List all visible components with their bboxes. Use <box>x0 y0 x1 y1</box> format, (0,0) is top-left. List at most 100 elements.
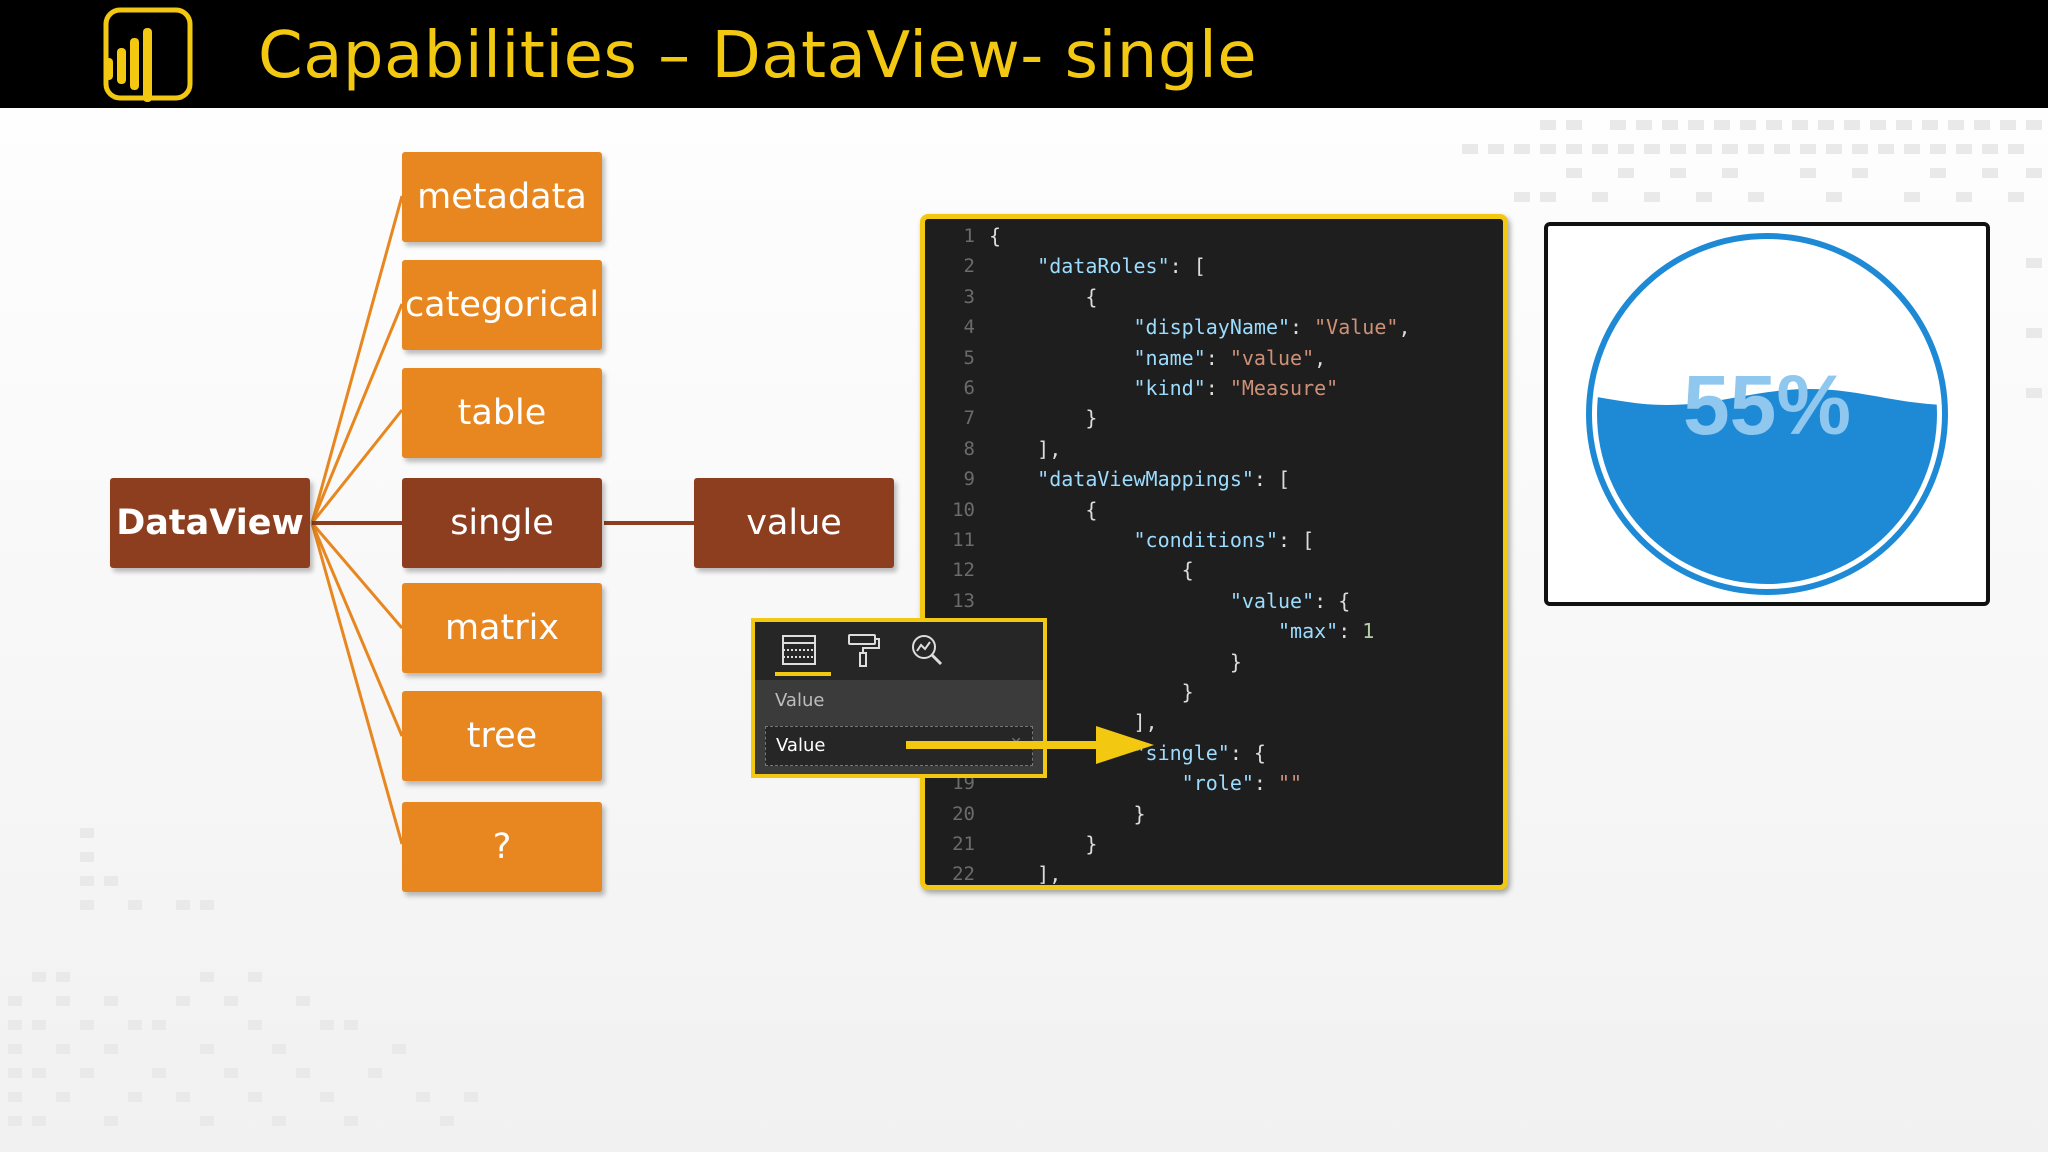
code-token: : <box>1205 376 1230 400</box>
code-token: } <box>989 832 1098 856</box>
code-token: "name" <box>1133 345 1206 370</box>
code-text: { <box>989 221 1001 251</box>
code-text: } <box>989 677 1194 707</box>
code-token: : <box>1338 619 1363 644</box>
line-number: 2 <box>963 255 975 278</box>
code-text: { <box>989 555 1194 585</box>
line-number: 6 <box>963 377 975 399</box>
line-number: 21 <box>952 833 975 855</box>
code-line: 12 { <box>925 555 1503 585</box>
code-token: "max" <box>1277 619 1339 644</box>
code-text: } <box>989 403 1097 433</box>
line-number: 4 <box>963 316 975 339</box>
code-text: "dataViewMappings": [ <box>989 464 1290 494</box>
fields-pane-toolbar <box>755 622 1043 680</box>
code-line: 8 ], <box>925 434 1503 464</box>
line-number: 22 <box>952 863 975 886</box>
code-line: 21 } <box>925 829 1503 859</box>
code-text: "max": 1 <box>989 616 1374 646</box>
code-token: : <box>1205 345 1230 370</box>
code-token <box>989 346 1134 370</box>
analytics-magnifier-icon[interactable] <box>907 632 947 668</box>
dataview-node: DataView <box>110 478 310 568</box>
code-line: 6 "kind": "Measure" <box>925 373 1503 403</box>
code-text: "dataRoles": [ <box>989 251 1206 281</box>
code-text: "conditions": [ <box>989 525 1315 555</box>
code-line: 5 "name": "value", <box>925 343 1503 373</box>
code-token <box>989 589 1230 613</box>
categorical-node: categorical <box>402 260 602 350</box>
code-text: "name": "value", <box>989 343 1327 373</box>
field-well-label: Value <box>775 690 825 711</box>
code-token: "value" <box>1229 345 1315 370</box>
arrow-icon <box>906 726 1154 764</box>
code-token: : { <box>1314 588 1351 613</box>
tree-node: tree <box>402 691 602 781</box>
line-number: 20 <box>952 802 975 825</box>
line-number: 8 <box>963 437 975 460</box>
code-line: 1{ <box>925 221 1503 251</box>
code-token: "dataRoles" <box>1037 254 1170 279</box>
code-text: "role": "" <box>989 768 1302 798</box>
line-number: 10 <box>952 498 975 521</box>
single-node: single <box>402 478 602 568</box>
code-text: } <box>989 647 1242 677</box>
code-token: : [ <box>1278 528 1315 552</box>
unknown-node: ? <box>402 802 602 892</box>
code-token: { <box>989 497 1098 522</box>
code-token: "conditions" <box>1133 528 1279 552</box>
connector-table <box>310 409 404 524</box>
fields-icon[interactable] <box>779 632 819 668</box>
code-token <box>989 254 1037 278</box>
code-token: "displayName" <box>1133 315 1291 340</box>
format-paint-roller-icon[interactable] <box>843 632 883 668</box>
code-text: ], <box>989 434 1061 464</box>
capabilities-json-code-panel: 1{2 "dataRoles": [3 {4 "displayName": "V… <box>920 214 1508 890</box>
code-token: } <box>989 680 1194 704</box>
value-field-well[interactable]: Value ✕ <box>765 726 1033 766</box>
code-line: 9 "dataViewMappings": [ <box>925 464 1503 494</box>
code-line: 13 "value": { <box>925 586 1503 616</box>
code-token: { <box>989 558 1194 583</box>
code-text: ], <box>989 859 1062 887</box>
matrix-node: matrix <box>402 583 602 673</box>
code-token: : [ <box>1169 254 1206 279</box>
code-token: ], <box>989 436 1062 461</box>
line-number: 12 <box>952 559 975 582</box>
code-text: "value": { <box>989 586 1350 616</box>
code-line: 20 } <box>925 799 1503 829</box>
connector-tree <box>310 522 404 737</box>
code-text: "displayName": "Value", <box>989 312 1411 342</box>
code-line: 7 } <box>925 403 1503 433</box>
code-token: : <box>1253 771 1278 796</box>
value-field-chip[interactable]: Value <box>776 735 826 756</box>
code-token: , <box>1398 315 1411 340</box>
table-node: table <box>402 368 602 458</box>
gauge-outer-ring <box>1586 233 1948 595</box>
code-token <box>989 467 1037 491</box>
line-number: 5 <box>963 346 975 369</box>
code-text: "kind": "Measure" <box>989 373 1339 403</box>
metadata-node: metadata <box>402 152 602 242</box>
code-token: } <box>989 649 1242 674</box>
connector-unknown <box>310 522 404 845</box>
visualizations-fields-pane: Value Value ✕ <box>751 618 1047 778</box>
code-token: ], <box>989 710 1158 735</box>
code-token: , <box>1314 345 1327 370</box>
code-token: { <box>989 284 1098 309</box>
code-token: ], <box>989 862 1062 887</box>
code-text: ], <box>989 707 1158 737</box>
gauge-liquid-fill <box>1597 389 1937 584</box>
connector-matrix <box>310 522 404 629</box>
line-number: 13 <box>952 589 975 612</box>
code-line: 11 "conditions": [ <box>925 525 1503 555</box>
code-token: : { <box>1229 740 1266 765</box>
code-token <box>989 528 1134 552</box>
code-token <box>989 315 1134 339</box>
line-number: 11 <box>952 529 975 551</box>
code-token: "value" <box>1229 588 1315 613</box>
code-line: 3 { <box>925 282 1503 312</box>
power-bi-logo-icon <box>103 7 193 102</box>
code-token: } <box>989 801 1146 826</box>
